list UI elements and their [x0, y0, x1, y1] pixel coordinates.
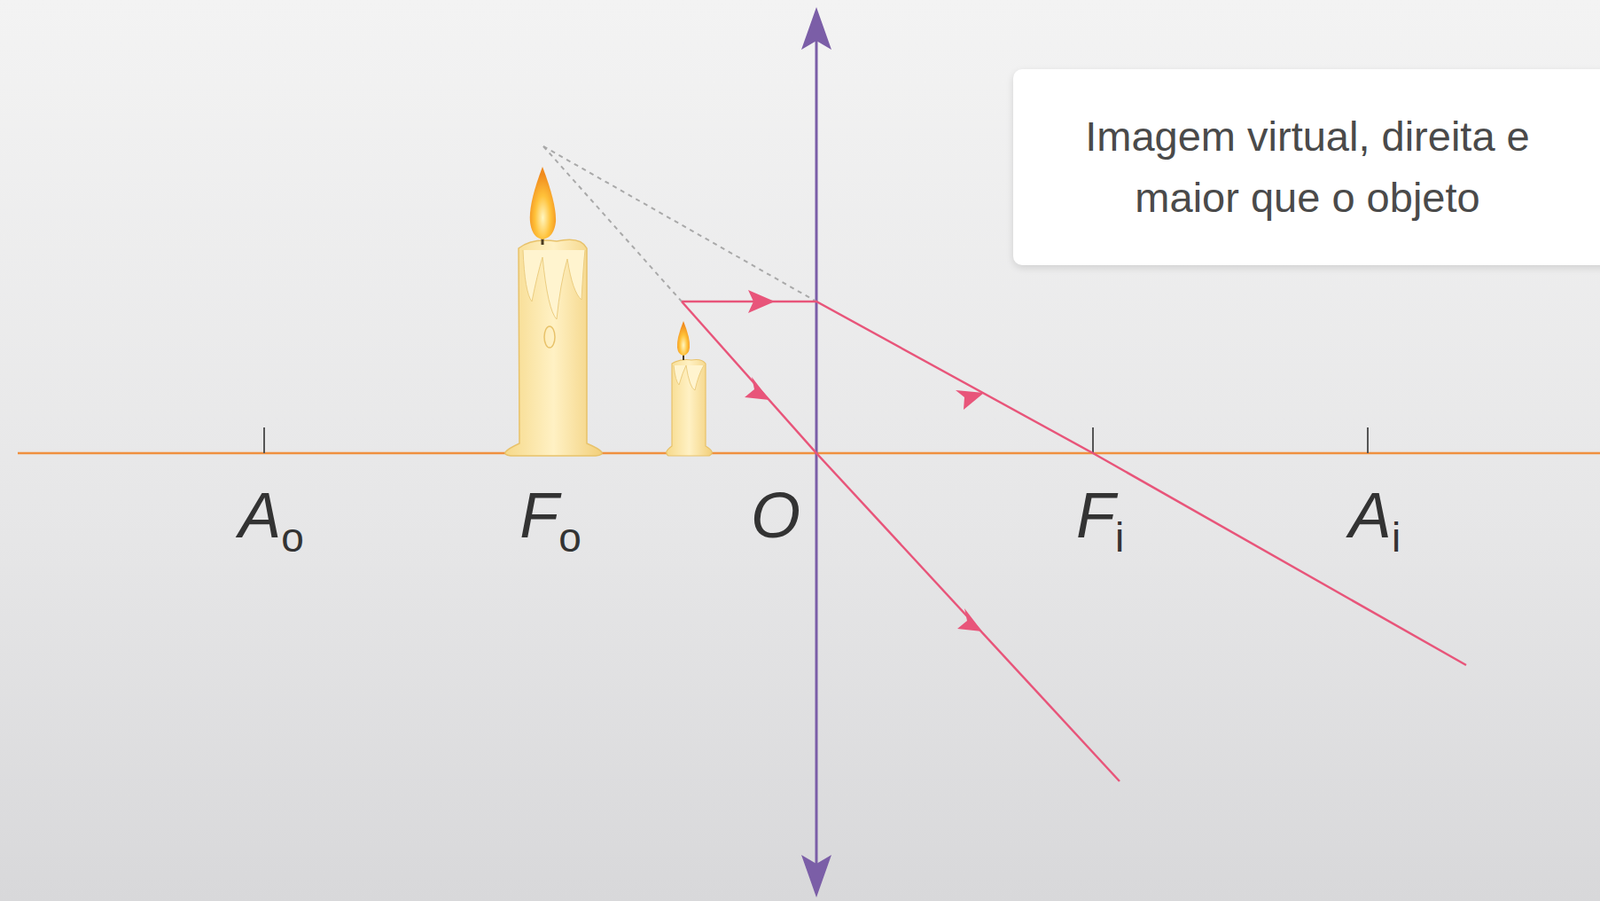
- point-label: Fi: [1076, 483, 1124, 547]
- point-label: Fo: [519, 483, 582, 547]
- callout-box: Imagem virtual, direita e maior que o ob…: [1013, 69, 1600, 266]
- ray-arrowheads: [744, 289, 984, 632]
- point-label: Ai: [1349, 483, 1401, 547]
- callout-text: Imagem virtual, direita e maior que o ob…: [1040, 106, 1575, 227]
- point-label: Ao: [238, 483, 305, 547]
- light-rays: [681, 301, 1467, 781]
- virtual-rays: [543, 146, 817, 302]
- lens-arrow: [801, 854, 832, 898]
- image-candle: [505, 166, 602, 456]
- object-candle: [666, 320, 712, 456]
- point-label: O: [750, 483, 801, 547]
- optical-axis: [17, 452, 1600, 455]
- lens-arrow: [801, 7, 832, 50]
